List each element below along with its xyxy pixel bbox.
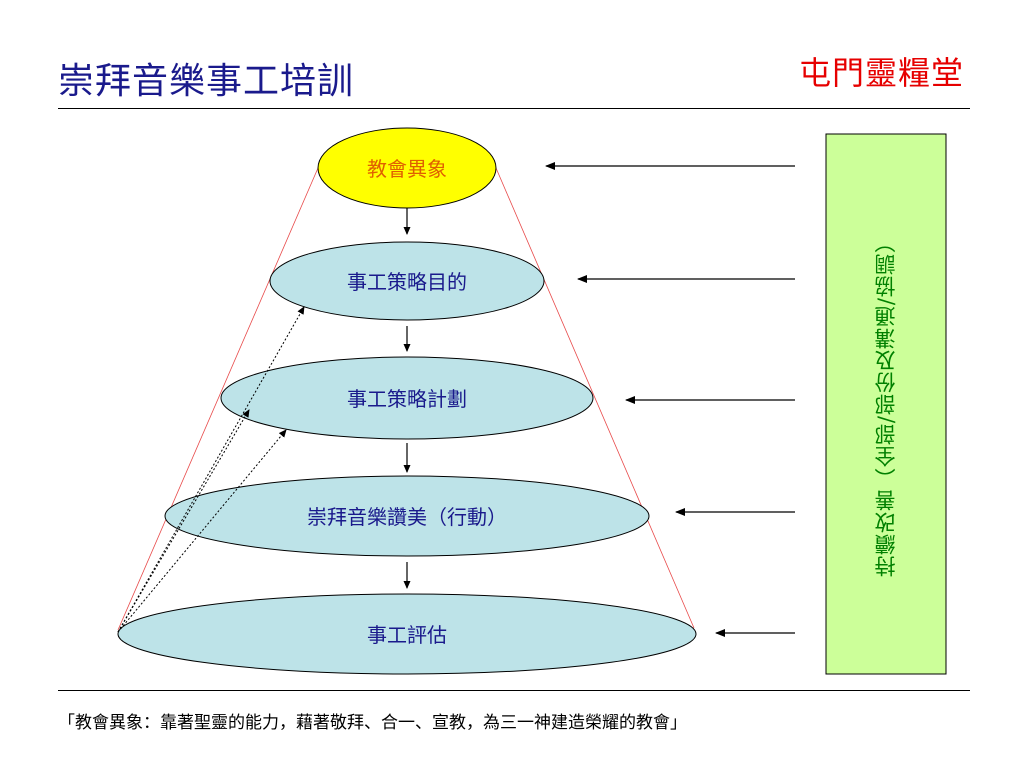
vision-quote: 「教會異象：靠著聖靈的能力，藉著敬拜、合一、宣教，為三一神建造榮耀的教會」 (58, 713, 687, 733)
header-divider (58, 108, 970, 109)
goals-node (269, 241, 545, 321)
footer-divider (58, 690, 970, 691)
cone-left-edge (117, 167, 319, 631)
plan-label: 事工策略計劃 (347, 387, 467, 411)
slide-title: 崇拜音樂事工培訓 (58, 61, 355, 102)
feedback-arrow-to-goals (117, 306, 305, 633)
goals-label: 事工策略目的 (347, 270, 467, 294)
plan-node (220, 356, 594, 440)
continuous-improvement-box (825, 133, 947, 675)
action-label: 崇拜音樂讚美（行動） (307, 505, 507, 529)
continuous-improvement-text-wrapper: 持續改善（全部/部份及溝通/協調） (826, 134, 946, 674)
continuous-improvement-text: 持續改善（全部/部份及溝通/協調） (873, 230, 898, 578)
action-node (164, 475, 650, 557)
feedback-arrow-to-action (117, 409, 250, 633)
church-brand: 屯門靈糧堂 (798, 54, 964, 92)
evaluation-node (117, 593, 697, 675)
vision-label: 教會異象 (367, 157, 447, 181)
cone-right-edge (495, 167, 695, 629)
evaluation-label: 事工評估 (367, 623, 447, 647)
